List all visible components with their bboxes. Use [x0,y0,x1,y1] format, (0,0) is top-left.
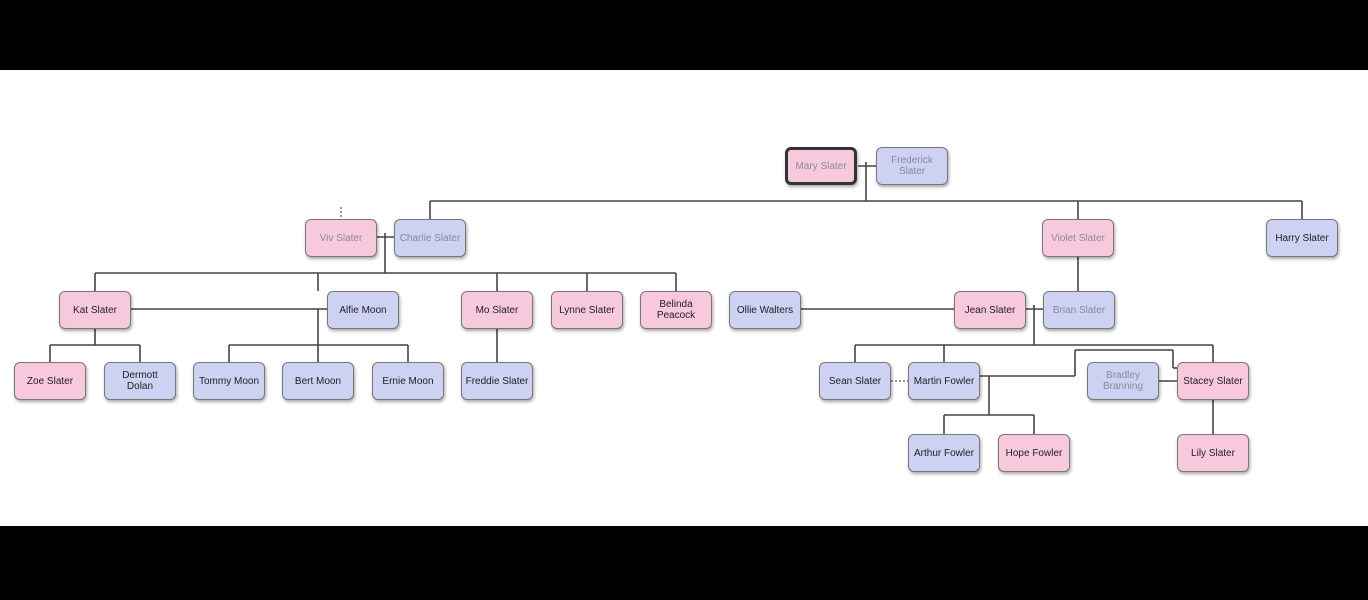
person-ollie-walters[interactable]: Ollie Walters [729,291,801,329]
person-martin-fowler[interactable]: Martin Fowler [908,362,980,400]
person-ernie-moon[interactable]: Ernie Moon [372,362,444,400]
person-jean-slater[interactable]: Jean Slater [954,291,1026,329]
letterbox-top [0,0,1368,70]
person-belinda-peacock[interactable]: Belinda Peacock [640,291,712,329]
person-frederick-slater[interactable]: Frederick Slater [876,147,948,185]
person-lily-slater[interactable]: Lily Slater [1177,434,1249,472]
person-charlie-slater[interactable]: Charlie Slater [394,219,466,257]
person-harry-slater[interactable]: Harry Slater [1266,219,1338,257]
person-mary-slater[interactable]: Mary Slater [785,147,857,185]
person-viv-slater[interactable]: Viv Slater [305,219,377,257]
person-brian-slater[interactable]: Brian Slater [1043,291,1115,329]
person-violet-slater[interactable]: Violet Slater [1042,219,1114,257]
person-arthur-fowler[interactable]: Arthur Fowler [908,434,980,472]
person-dermott-dolan[interactable]: Dermott Dolan [104,362,176,400]
person-lynne-slater[interactable]: Lynne Slater [551,291,623,329]
person-kat-slater[interactable]: Kat Slater [59,291,131,329]
person-hope-fowler[interactable]: Hope Fowler [998,434,1070,472]
person-sean-slater[interactable]: Sean Slater [819,362,891,400]
person-tommy-moon[interactable]: Tommy Moon [193,362,265,400]
letterbox-bottom [0,526,1368,600]
person-bert-moon[interactable]: Bert Moon [282,362,354,400]
person-mo-slater[interactable]: Mo Slater [461,291,533,329]
person-stacey-slater[interactable]: Stacey Slater [1177,362,1249,400]
person-freddie-slater[interactable]: Freddie Slater [461,362,533,400]
person-zoe-slater[interactable]: Zoe Slater [14,362,86,400]
person-bradley-branning[interactable]: Bradley Branning [1087,362,1159,400]
person-alfie-moon[interactable]: Alfie Moon [327,291,399,329]
